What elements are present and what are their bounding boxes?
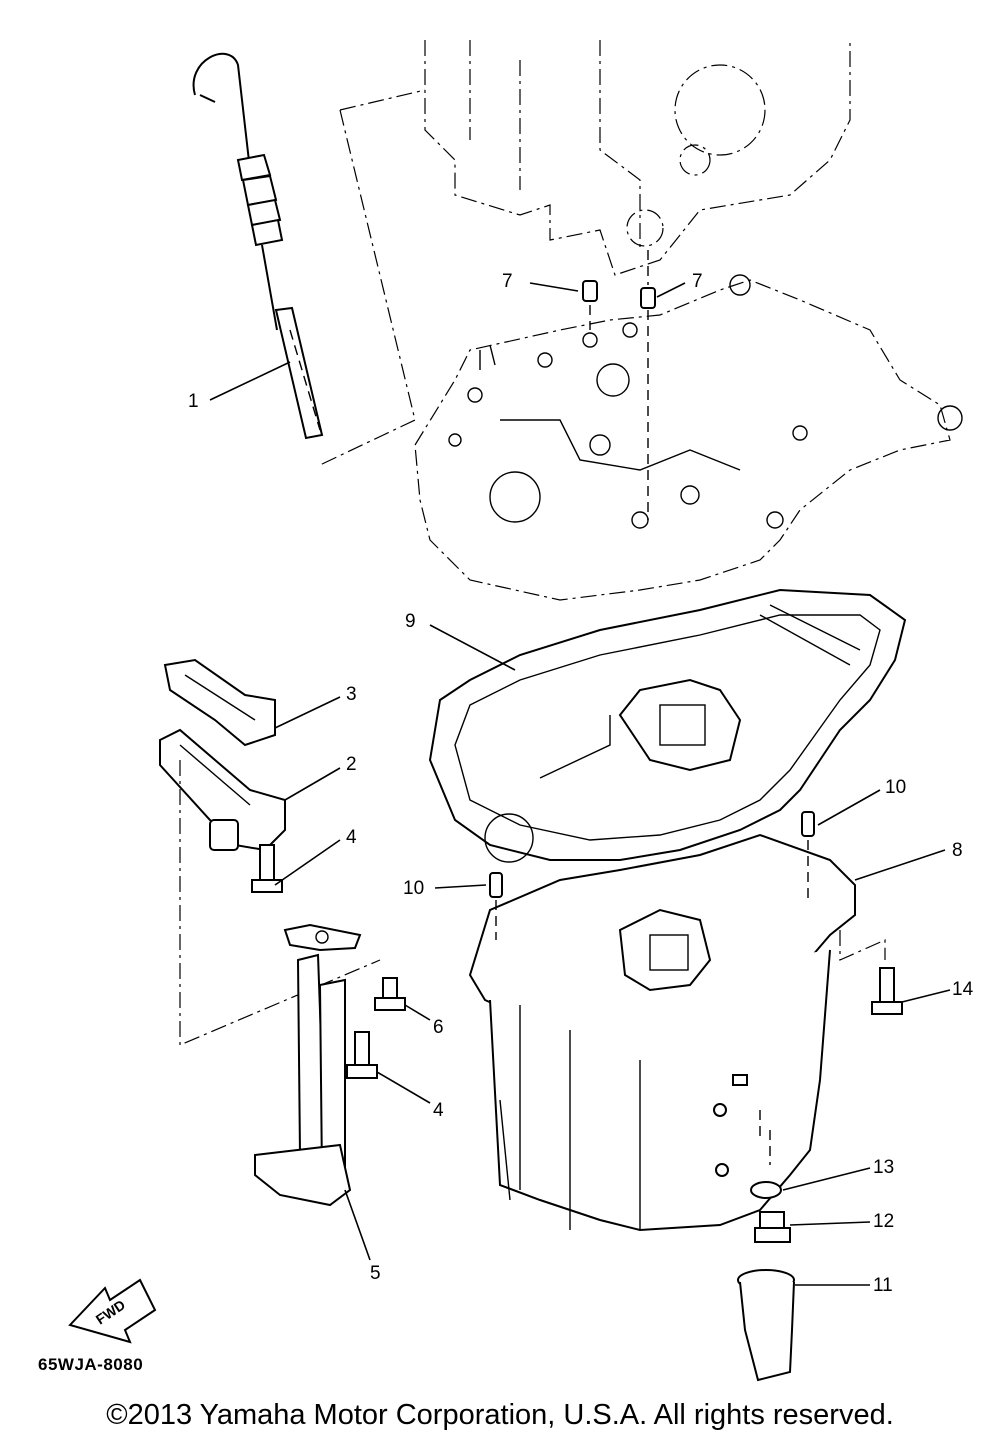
dipstick-phantom-path	[319, 109, 416, 466]
drain-hose-11	[737, 1269, 795, 1382]
callout-numbers: 1 2 3 4 4 5 6 7 7 8 9 10 10 11 12 13 14	[188, 271, 974, 1296]
callout-1: 1	[188, 391, 199, 412]
oil-dipstick	[192, 52, 324, 440]
bolt-6	[374, 977, 406, 1011]
gasket-9	[428, 588, 907, 863]
callout-12: 12	[873, 1211, 894, 1232]
callout-11: 11	[873, 1275, 893, 1296]
oil-pan-8	[468, 833, 856, 1232]
callout-14: 14	[952, 979, 974, 1000]
copyright-notice: ©2013 Yamaha Motor Corporation, U.S.A. A…	[106, 1399, 894, 1431]
bolt-4-upper	[251, 844, 283, 893]
callout-2: 2	[346, 754, 357, 775]
dowel-pins-7	[582, 250, 656, 520]
oil-pickup-5	[254, 923, 362, 1207]
callout-4-upper: 4	[346, 827, 357, 848]
diagram-code: 65WJA-8080	[38, 1355, 144, 1374]
dowel-pins-10	[489, 811, 815, 940]
callout-13: 13	[873, 1157, 894, 1178]
callout-10-right: 10	[885, 777, 906, 798]
callout-7-right: 7	[692, 271, 703, 292]
callout-9: 9	[405, 611, 416, 632]
callout-6: 6	[433, 1017, 444, 1038]
leader-lines	[209, 282, 951, 1286]
callout-5: 5	[370, 1263, 381, 1284]
drain-washer-13	[750, 1181, 782, 1199]
callout-10-left: 10	[403, 878, 424, 899]
callout-4-lower: 4	[433, 1100, 444, 1121]
engine-block-phantom	[339, 40, 851, 276]
bolt-14	[839, 930, 903, 1015]
fwd-arrow-icon: FWD	[68, 1278, 157, 1344]
callout-7-left: 7	[502, 271, 513, 292]
bolt-4-lower	[346, 1031, 378, 1079]
gasket-3	[163, 658, 276, 747]
upper-casing-phantom	[414, 274, 963, 601]
callout-3: 3	[346, 684, 357, 705]
drain-plug-12	[754, 1211, 791, 1243]
callout-8: 8	[952, 840, 963, 861]
